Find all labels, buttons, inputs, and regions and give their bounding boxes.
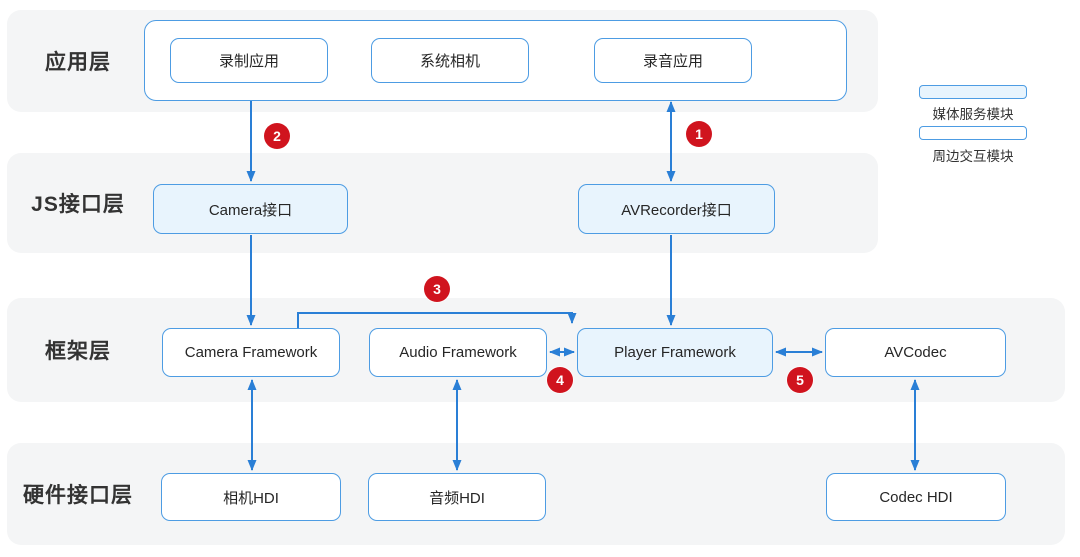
node-system-camera: 系统相机 [371,38,529,83]
legend-label-media-service: 媒体服务模块 [932,107,1014,122]
step-badge-5: 5 [787,367,813,393]
node-audio-recording-app: 录音应用 [594,38,752,83]
step-badge-3: 3 [424,276,450,302]
step-badge-2: 2 [264,123,290,149]
layer-label-framework: 框架层 [45,340,111,363]
node-camera-api: Camera接口 [153,184,348,234]
legend-swatch-peripheral [919,126,1027,140]
legend-swatch-media-service [919,85,1027,99]
node-recording-app: 录制应用 [170,38,328,83]
legend-label-peripheral: 周边交互模块 [932,149,1014,164]
step-badge-1: 1 [686,121,712,147]
node-camera-framework: Camera Framework [162,328,340,377]
node-audio-framework: Audio Framework [369,328,547,377]
node-audio-hdi: 音频HDI [368,473,546,521]
layer-label-application: 应用层 [45,51,111,74]
layer-label-hardware-interface: 硬件接口层 [23,484,133,507]
node-camera-hdi: 相机HDI [161,473,341,521]
step-badge-4: 4 [547,367,573,393]
node-avrecorder-api: AVRecorder接口 [578,184,775,234]
layer-label-js-interface: JS接口层 [31,193,125,216]
node-avcodec: AVCodec [825,328,1006,377]
node-player-framework: Player Framework [577,328,773,377]
node-codec-hdi: Codec HDI [826,473,1006,521]
